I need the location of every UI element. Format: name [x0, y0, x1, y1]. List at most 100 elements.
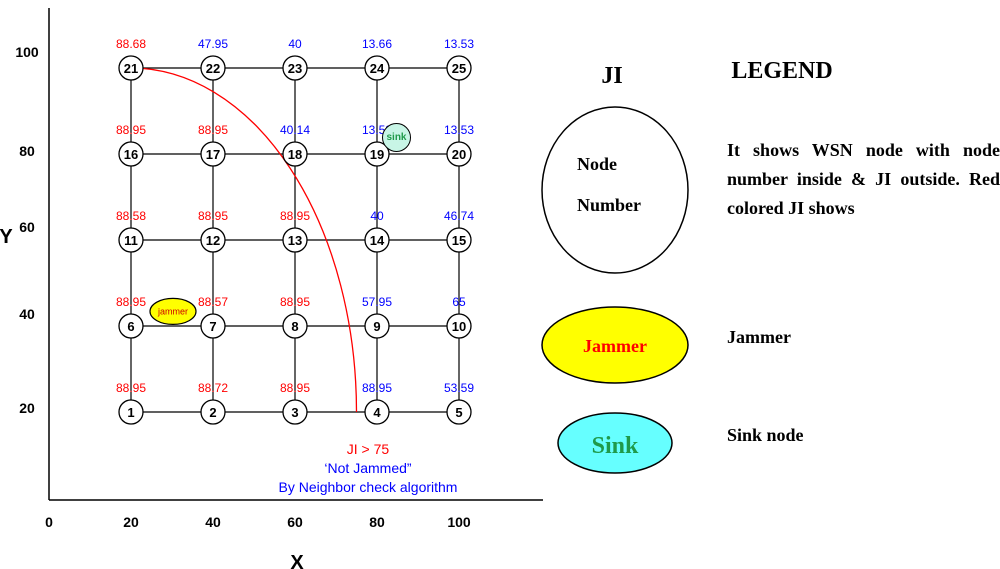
node-number: 12	[206, 233, 220, 248]
node-number: 25	[452, 61, 466, 76]
x-tick-label: 20	[123, 514, 139, 530]
node-number: 7	[209, 319, 216, 334]
node-number: 8	[291, 319, 298, 334]
node-circle	[446, 399, 472, 425]
legend-title: LEGEND	[731, 58, 832, 84]
y-tick-label: 100	[15, 44, 39, 60]
node-number: 9	[373, 319, 380, 334]
sensor-node: 23 40	[282, 37, 308, 81]
jammer-marker-label: jammer	[157, 306, 188, 316]
legend-sink-ellipse	[557, 412, 673, 474]
x-tick-label: 40	[205, 514, 221, 530]
sensor-node: 788.57	[198, 295, 228, 339]
node-ji-value: 40	[370, 209, 384, 223]
node-ji-value: 53.59	[444, 381, 474, 395]
node-number: 21	[124, 61, 138, 76]
sensor-node: 888.95	[280, 295, 310, 339]
node-ji-value: 47.95	[198, 37, 228, 51]
legend-description: It shows WSN node with node number insid…	[727, 140, 1000, 218]
node-ji-value: 40.14	[280, 123, 310, 137]
node-number: 16	[124, 147, 138, 162]
legend-node-line2: Number	[577, 195, 641, 215]
sensor-node: 12 88.95	[198, 209, 228, 253]
x-axis-title: X	[290, 552, 304, 569]
node-circle	[282, 313, 308, 339]
sensor-nodes: 188.95288.72388.95488.95553.59688.95788.…	[116, 37, 474, 425]
legend-sink-label: Sink	[592, 433, 639, 459]
node-ji-value: 46.74	[444, 209, 474, 223]
node-ji-value: 88.95	[280, 295, 310, 309]
node-number: 17	[206, 147, 220, 162]
threshold-line3: By Neighbor check algorithm	[279, 479, 458, 495]
node-number: 2	[209, 405, 216, 420]
node-number: 20	[452, 147, 466, 162]
node-ji-value: 88.95	[116, 381, 146, 395]
node-circle	[282, 55, 308, 81]
y-tick-label: 60	[19, 219, 35, 235]
node-ji-value: 88.95	[362, 381, 392, 395]
node-ji-value: 13.53	[444, 123, 474, 137]
node-number: 15	[452, 233, 466, 248]
node-ji-value: 57.95	[362, 295, 392, 309]
y-tick-label: 40	[19, 306, 35, 322]
legend-node-ellipse	[541, 106, 689, 274]
x-tick-label: 100	[447, 514, 471, 530]
threshold-line1: JI > 75	[347, 441, 390, 457]
y-axis-title: Y	[0, 226, 13, 248]
sensor-node: 957.95	[362, 295, 392, 339]
legend-jammer-ellipse	[541, 306, 689, 384]
node-circle	[364, 399, 390, 425]
node-number: 1	[127, 405, 134, 420]
node-circle	[282, 399, 308, 425]
node-circle	[364, 55, 390, 81]
sensor-node: 488.95	[362, 381, 392, 425]
node-circle	[118, 227, 144, 253]
sensor-node: 688.95	[116, 295, 146, 339]
node-circle	[118, 141, 144, 167]
sensor-node: 553.59	[444, 381, 474, 425]
node-number: 5	[455, 405, 462, 420]
sensor-node: 16 88.95	[116, 123, 146, 167]
node-circle	[200, 313, 226, 339]
sensor-node: 11 88.58	[116, 209, 146, 253]
node-circle	[200, 227, 226, 253]
sensor-node: 388.95	[280, 381, 310, 425]
y-tick-label: 20	[19, 400, 35, 416]
node-ji-value: 88.68	[116, 37, 146, 51]
node-ji-value: 88.57	[198, 295, 228, 309]
node-ji-value: 88.95	[198, 209, 228, 223]
sensor-node: 288.72	[198, 381, 228, 425]
node-circle	[364, 227, 390, 253]
node-circle	[200, 141, 226, 167]
jammer-marker: jammer	[149, 297, 197, 325]
sink-marker-label: sink	[386, 132, 406, 143]
node-ji-value: 40	[288, 37, 302, 51]
sensor-node: 188.95	[116, 381, 146, 425]
node-circle	[446, 141, 472, 167]
node-circle	[282, 141, 308, 167]
node-circle	[200, 399, 226, 425]
node-circle	[446, 313, 472, 339]
node-circle	[200, 55, 226, 81]
node-number: 19	[370, 147, 384, 162]
node-number: 22	[206, 61, 220, 76]
node-ji-value: 88.95	[116, 123, 146, 137]
node-number: 11	[124, 233, 138, 248]
node-circle	[364, 141, 390, 167]
threshold-line2: ‘Not Jammed”	[324, 460, 411, 476]
node-ji-value: 13.66	[362, 37, 392, 51]
node-number: 23	[288, 61, 302, 76]
sink-marker: sink	[382, 123, 411, 152]
node-number: 4	[373, 405, 381, 420]
node-ji-value: 88.95	[198, 123, 228, 137]
node-ji-value: 88.58	[116, 209, 146, 223]
x-tick-label: 0	[45, 514, 53, 530]
node-circle	[282, 227, 308, 253]
